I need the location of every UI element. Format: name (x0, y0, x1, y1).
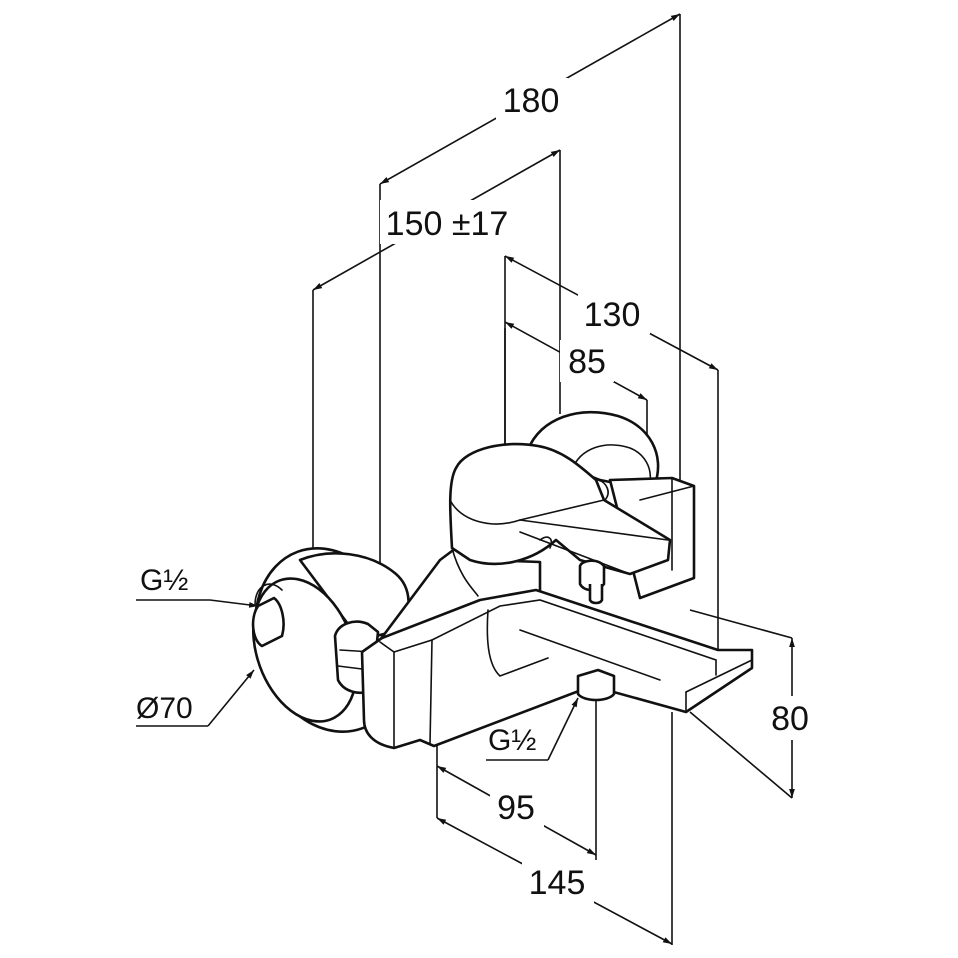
faucet-drawing (251, 410, 754, 750)
dim-80-label: 80 (771, 700, 809, 738)
dim-85-label: 85 (568, 343, 606, 381)
thread-inlet-label: G½ (140, 564, 188, 597)
annotation-leaders (136, 599, 579, 761)
dim-130-label: 130 (584, 296, 641, 334)
thread-outlet-label: G½ (488, 724, 536, 757)
dim-150-label: 150 ±17 (386, 205, 509, 243)
rosette-diameter-label: Ø70 (136, 692, 193, 725)
dim-180-label: 180 (503, 82, 560, 120)
faucet-lever (448, 442, 672, 576)
diverter-knob (578, 559, 606, 605)
annotation-labels: G½ Ø70 G½ (136, 564, 536, 757)
dim-145-label: 145 (529, 864, 586, 902)
dim-95-label: 95 (497, 789, 535, 827)
dimension-labels: 180 150 ±17 130 85 80 95 145 (386, 82, 809, 902)
spout-outlet (576, 668, 616, 702)
faucet-main-body (360, 546, 754, 750)
